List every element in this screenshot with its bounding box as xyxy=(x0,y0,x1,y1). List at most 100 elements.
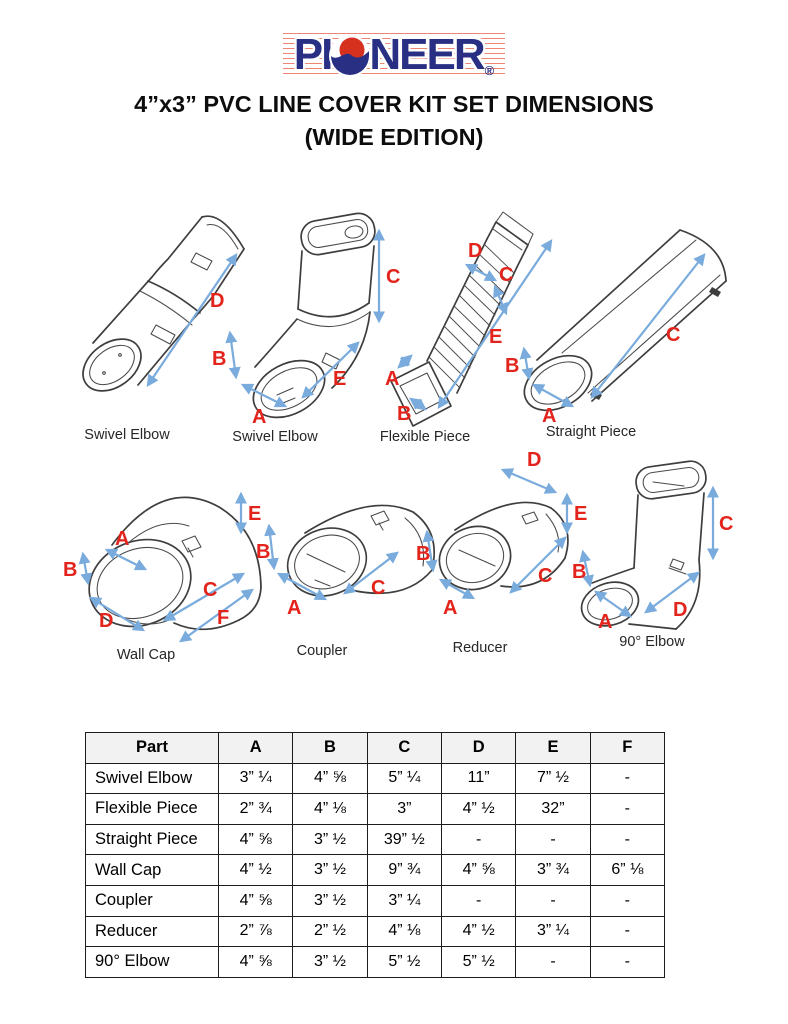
dimension-value-cell: 5” ½ xyxy=(440,946,517,978)
dimension-arrow xyxy=(146,252,238,388)
dimension-label: D xyxy=(527,449,541,471)
dimension-value-cell: - xyxy=(589,762,666,795)
dimension-value-cell: - xyxy=(515,823,591,856)
dimension-label: C xyxy=(371,577,385,599)
dimension-arrow xyxy=(438,578,476,600)
dimension-arrow xyxy=(343,551,399,595)
figure-caption: Reducer xyxy=(452,640,508,656)
dimension-value-cell: - xyxy=(440,823,517,856)
header-b: B xyxy=(292,732,368,764)
part-name-cell: Swivel Elbow xyxy=(85,762,219,795)
dimension-value-cell: - xyxy=(515,884,591,917)
dimension-arrow xyxy=(264,523,279,571)
dimension-label: C xyxy=(666,324,680,346)
figure-caption: Swivel Elbow xyxy=(84,427,170,443)
dimension-label: B xyxy=(572,561,586,583)
figure-90-elbow: C D B A 90° Elbow xyxy=(570,440,740,675)
dimension-label: A xyxy=(542,405,556,427)
figure-caption: Coupler xyxy=(296,643,348,659)
dimension-label: A xyxy=(252,406,266,428)
dimension-label: E xyxy=(333,368,346,390)
dimension-value-cell: - xyxy=(589,884,666,917)
figure-wall-cap: A B D C F E Wall Cap xyxy=(55,450,285,680)
dimension-value-cell: 9” ¾ xyxy=(366,854,442,886)
figure-reducer: D E C B A Reducer xyxy=(415,440,595,675)
flexible-piece-drawing: D C E A B xyxy=(385,211,553,427)
dimension-value-cell: 3” ½ xyxy=(292,823,368,856)
dimension-label: D xyxy=(210,290,224,312)
dimension-value-cell: - xyxy=(589,823,666,856)
dimension-value-cell: 39” ½ xyxy=(366,823,442,856)
header-a: A xyxy=(217,732,294,764)
dimension-label: E xyxy=(248,503,261,525)
dimension-label: D xyxy=(468,240,482,262)
dimension-label: C xyxy=(386,266,400,288)
dimension-label: B xyxy=(63,559,77,581)
dimension-value-cell: 4” ⅝ xyxy=(217,823,294,856)
dimension-label: E xyxy=(489,326,502,348)
swivel-elbow-angled-drawing: D xyxy=(82,215,245,392)
dimension-value-cell: 4” ½ xyxy=(440,793,517,825)
dimension-label: B xyxy=(416,543,430,565)
dimension-label: A xyxy=(598,611,612,633)
dimension-value-cell: 2” ½ xyxy=(292,915,368,948)
dimension-arrow xyxy=(104,548,148,571)
dimension-value-cell: - xyxy=(515,946,591,978)
logo-text-right: NEER xyxy=(369,30,485,79)
dimension-value-cell: 4” ⅛ xyxy=(292,793,368,825)
logo-stripes xyxy=(283,33,505,75)
dimension-value-cell: 7” ½ xyxy=(515,762,591,795)
dimension-arrow xyxy=(594,590,632,618)
wall-cap-drawing: A B D C F E xyxy=(63,491,262,643)
dimension-value-cell: 32” xyxy=(515,793,591,825)
dimension-arrow xyxy=(78,551,93,586)
dimension-value-cell: 4” ⅝ xyxy=(217,946,294,978)
dimension-arrow xyxy=(590,253,706,399)
dimension-value-cell: 4” ⅝ xyxy=(440,854,517,886)
figure-coupler: B A C Coupler xyxy=(255,450,455,680)
dimension-arrow xyxy=(240,383,288,408)
dimension-label: B xyxy=(505,355,519,377)
dimension-arrow xyxy=(422,529,438,573)
dimension-label: D xyxy=(673,599,687,621)
dimension-value-cell: 3” ¼ xyxy=(217,762,294,795)
dimension-value-cell: 3” ¼ xyxy=(515,915,591,948)
dimension-value-cell: - xyxy=(589,793,666,825)
dimension-label: C xyxy=(719,513,733,535)
dimension-arrow xyxy=(276,572,328,601)
dimension-value-cell: 5” ¼ xyxy=(366,762,442,795)
part-name-cell: Wall Cap xyxy=(85,854,219,886)
table-header-row: Part A B C D E F xyxy=(85,732,666,764)
dimension-value-cell: 3” ½ xyxy=(292,854,368,886)
dimension-arrow xyxy=(644,571,700,614)
dimension-label: A xyxy=(115,528,129,550)
dimension-value-cell: 4” ½ xyxy=(217,854,294,886)
title-line-1: 4”x3” PVC LINE COVER KIT SET DIMENSIONS xyxy=(134,91,654,117)
part-name-cell: Flexible Piece xyxy=(85,793,219,825)
part-name-cell: 90° Elbow xyxy=(85,946,219,978)
dimension-arrow xyxy=(579,549,594,588)
page-title: 4”x3” PVC LINE COVER KIT SET DIMENSIONS … xyxy=(0,88,788,154)
dimension-label: A xyxy=(385,368,399,390)
dimension-arrow xyxy=(509,536,567,594)
dimension-value-cell: 11” xyxy=(440,762,517,795)
figure-caption: Flexible Piece xyxy=(379,429,471,445)
header-e: E xyxy=(515,732,591,764)
registered-mark: ® xyxy=(484,63,495,78)
dimension-value-cell: - xyxy=(440,884,517,917)
figure-caption: Swivel Elbow xyxy=(232,429,318,445)
dimension-value-cell: 3” ¼ xyxy=(366,884,442,917)
coupler-drawing: B A C xyxy=(256,504,436,619)
dimension-value-cell: 4” ⅛ xyxy=(366,915,442,948)
logo-text-left: PI xyxy=(293,30,334,79)
dimension-arrow xyxy=(88,596,146,632)
reducer-drawing: D E C B A xyxy=(416,449,587,619)
dimension-arrow xyxy=(531,383,575,408)
dimension-label: B xyxy=(256,541,270,563)
dimension-value-cell: 2” ⅞ xyxy=(217,915,294,948)
